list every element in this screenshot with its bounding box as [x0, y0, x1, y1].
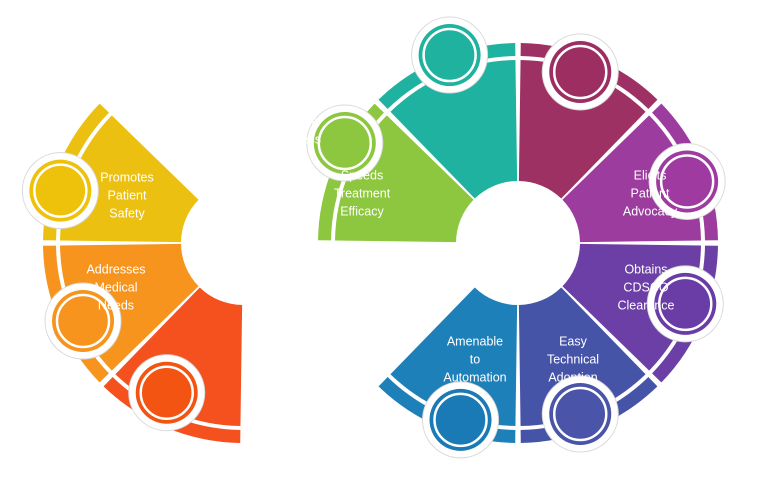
- label-line: CDSCO: [623, 281, 668, 295]
- label-line: Patient: [631, 187, 670, 201]
- badge-amenable-to-automation: [541, 375, 619, 453]
- segment-label-cost-effective: Cost- Effective: [386, 274, 434, 306]
- label-line: Effective: [386, 292, 434, 306]
- badge-inner-ring: [433, 392, 488, 448]
- badge-promotes-patient-safety: [44, 282, 122, 360]
- label-line: Advocacy: [623, 205, 678, 219]
- label-line: Highly: [174, 91, 209, 105]
- badge-inner-ring: [33, 163, 88, 218]
- badge-addresses-medical-needs: [128, 354, 206, 432]
- label-line: Speeds: [341, 169, 383, 183]
- label-line: Specific: [169, 127, 213, 141]
- badge-inner-ring: [55, 293, 111, 349]
- badge-elicits-patient-advocacy: [541, 33, 619, 111]
- label-line: Treatment: [334, 187, 391, 201]
- badge-inner-ring: [553, 44, 608, 100]
- badge-colored-ring: [656, 150, 719, 213]
- badge-easy-technical-adoption: [646, 265, 724, 343]
- label-line: Needs: [98, 299, 134, 313]
- label-line: Monitors: [272, 97, 320, 111]
- label-line: Safety: [109, 207, 145, 221]
- badge-colored-ring: [429, 388, 492, 451]
- label-line: Adoption: [548, 371, 597, 385]
- badge-speeds-treatment-efficacy: [411, 16, 489, 94]
- badge-colored-ring: [549, 40, 612, 103]
- segment-outer-band: [318, 103, 384, 241]
- label-line: Easy: [559, 335, 588, 349]
- label-line: Patient: [108, 189, 147, 203]
- label-line: Amenable: [447, 335, 503, 349]
- badge-colored-ring: [418, 24, 481, 87]
- segment-outer-band: [43, 245, 109, 383]
- badge-inner-ring: [659, 154, 715, 209]
- badge-inner-ring: [317, 115, 373, 171]
- badge-colored-ring: [52, 290, 115, 353]
- label-line: Addresses: [86, 263, 145, 277]
- badge-colored-ring: [313, 112, 376, 174]
- label-line: Automation: [443, 371, 506, 385]
- label-line: to: [470, 353, 480, 367]
- label-line: Cost-: [395, 274, 425, 288]
- badge-colored-ring: [135, 361, 198, 424]
- segment-outer-band: [103, 377, 241, 443]
- label-line: Elicits: [634, 169, 667, 183]
- badge-colored-ring: [654, 272, 717, 335]
- label-line: Clearance: [618, 299, 675, 313]
- badge-inner-ring: [553, 386, 608, 442]
- segment-wedge: [60, 115, 199, 243]
- badge-obtains-cdsco-clearance: [648, 142, 726, 220]
- label-line: Medical: [94, 281, 137, 295]
- label-line: Efficacy: [340, 205, 384, 219]
- label-line: Technical: [547, 353, 599, 367]
- badge-monitors-disease-progress: [306, 104, 384, 182]
- label-line: Obtains: [624, 263, 667, 277]
- badge-cost-effective: [422, 381, 500, 459]
- label-line: Disease: [273, 115, 318, 129]
- label-line: Promotes: [100, 171, 154, 185]
- badge-colored-ring: [549, 383, 612, 446]
- label-line: Progress: [271, 133, 321, 147]
- segment-wedge: [390, 60, 518, 199]
- label-line: Sensitive &: [160, 109, 223, 123]
- badge-inner-ring: [658, 276, 713, 332]
- badge-highly-sensitive-specific: [21, 152, 99, 230]
- badge-inner-ring: [422, 27, 477, 83]
- badge-colored-ring: [29, 159, 92, 222]
- badge-inner-ring: [139, 365, 194, 420]
